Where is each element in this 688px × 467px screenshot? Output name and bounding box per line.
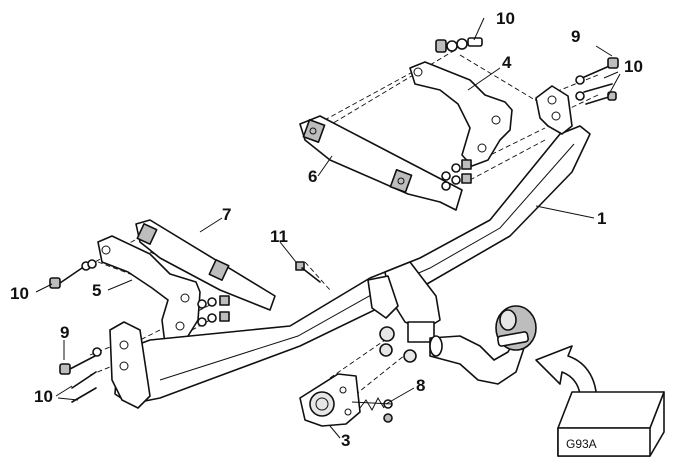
- callout-8: 8: [416, 376, 425, 395]
- callout-11: 11: [270, 227, 288, 246]
- nut-washer-group-middle: [441, 159, 472, 191]
- callout-4: 4: [502, 53, 512, 72]
- part-7-left-mounting-plate: [135, 219, 276, 311]
- callout-3: 3: [341, 431, 350, 450]
- callout-leaders: [35, 17, 621, 439]
- part-6-right-mounting-plate: [299, 115, 463, 211]
- callout-10-top: 10: [496, 9, 515, 28]
- part-4-right-side-bracket: [409, 61, 513, 167]
- callout-numbers: 1 3 4 5 6 7 8 9 9 10 10 10 10 11: [10, 9, 643, 450]
- callout-7: 7: [222, 205, 231, 224]
- callout-10-left: 10: [10, 284, 29, 303]
- bolt-group-far-left: [49, 259, 97, 289]
- part-3-socket-plate: [299, 373, 361, 427]
- bolt-group-lower-left: [59, 347, 102, 403]
- part-8-spring-bolt: [351, 396, 393, 423]
- part-code-label: G93A: [566, 437, 597, 451]
- nut-washer-group-left: [197, 295, 230, 327]
- callout-9-left: 9: [60, 323, 69, 342]
- part-11-small-bolt: [295, 261, 321, 283]
- callout-6: 6: [308, 167, 317, 186]
- bolt-group-right: [575, 57, 619, 105]
- callout-5: 5: [92, 281, 101, 300]
- callout-10-right: 10: [624, 57, 643, 76]
- part-1-main-crossbar: [109, 85, 591, 409]
- callout-10-lower-left: 10: [34, 387, 53, 406]
- part-code-box: G93A: [557, 391, 665, 457]
- callout-1: 1: [597, 209, 606, 228]
- callout-9-right: 9: [571, 27, 580, 46]
- bolt-group-top: [435, 37, 483, 53]
- tow-ball-arm: [429, 305, 537, 385]
